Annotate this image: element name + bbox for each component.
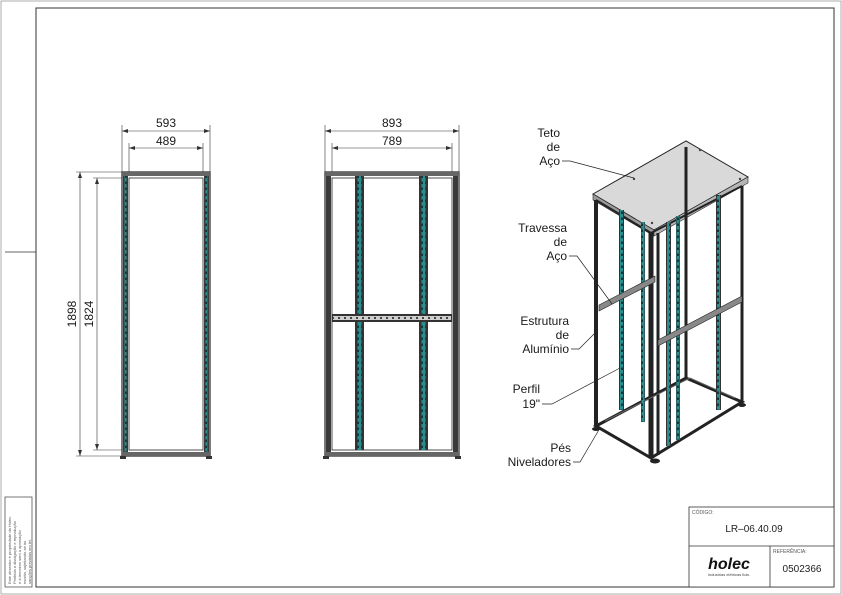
callout-estrutura-line-2: de [556, 328, 570, 342]
callout-pes-line-2: Niveladores [508, 455, 571, 469]
callout-travessa-line-2: de [554, 235, 568, 249]
holec-logo: holec [708, 556, 750, 573]
front-outer-height: 1898 [65, 300, 79, 327]
reference-caption: REFERÊNCIA: [773, 547, 807, 555]
side-note-box: Este desenho é propriedade da Holec. Pro… [4, 496, 33, 588]
side-note-line-4: escrita, sujeitando-se às [22, 541, 27, 584]
side-note-line-2: Proibida a divulgação e reprodução [12, 520, 17, 584]
front-inner-width: 489 [156, 134, 176, 148]
callout-teto-line-2: de [547, 140, 561, 154]
callout-estrutura: Estrutura de Alumínio [520, 314, 599, 356]
callout-travessa-line-3: Aço [546, 249, 567, 263]
side-note-line-5: sanções previstas em lei. [27, 539, 32, 584]
side-note-line-1: Este desenho é propriedade da Holec. [7, 516, 12, 584]
isometric-view [592, 140, 750, 464]
callout-pes: Pés Niveladores [508, 427, 601, 469]
front-view: 593 489 1898 1824 [65, 116, 212, 459]
front-outer-width: 593 [156, 116, 176, 130]
title-block: CÓDIGO: LR–06.40.09 REFERÊNCIA: 0502366 … [688, 506, 835, 588]
callout-perfil: Perfil 19" [513, 367, 621, 411]
callout-estrutura-line-1: Estrutura [520, 314, 569, 328]
callout-perfil-line-2: 19" [522, 397, 540, 411]
side-outer-width: 893 [382, 116, 402, 130]
callout-travessa: Travessa de Aço [518, 221, 613, 305]
callout-teto-line-3: Aço [539, 154, 560, 168]
reference-number: 0502366 [783, 564, 822, 575]
logo-subtitle: industrias elétricas ltda. [708, 572, 750, 577]
drawing-code: LR–06.40.09 [725, 524, 783, 535]
callout-estrutura-line-3: Alumínio [522, 342, 569, 356]
sheet-inner-border [35, 7, 835, 588]
callout-pes-line-1: Pés [550, 441, 571, 455]
front-inner-height: 1824 [82, 300, 96, 327]
side-note-line-3: e à terceiros sem a aprovação [17, 529, 22, 584]
code-caption: CÓDIGO: [692, 509, 714, 516]
callout-teto-line-1: Teto [537, 126, 560, 140]
callout-teto: Teto de Aço [537, 126, 635, 179]
callout-travessa-line-1: Travessa [518, 221, 567, 235]
callout-perfil-line-1: Perfil [513, 382, 540, 396]
side-inner-width: 789 [382, 134, 402, 148]
side-view: 893 789 [323, 116, 461, 459]
